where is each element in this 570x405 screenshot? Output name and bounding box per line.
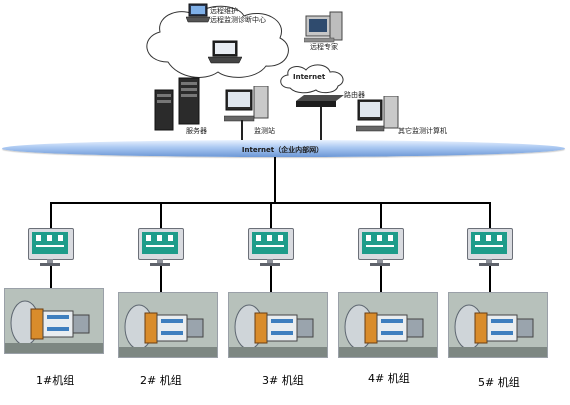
other-monitoring-computer-icon	[356, 96, 399, 132]
router-label: 路由器	[344, 91, 365, 99]
machine-drop-3	[270, 266, 272, 292]
station-drop-line	[241, 120, 243, 140]
server-label: 服务器	[186, 127, 207, 135]
unit-label-1: 1#机组	[36, 374, 75, 387]
remote-expert-computer-icon	[304, 11, 343, 43]
unit-monitor-5	[467, 228, 513, 266]
unit-monitor-2	[138, 228, 184, 266]
router-icon	[296, 95, 344, 107]
monitoring-station-computer-icon	[224, 86, 269, 122]
generator-unit-2	[118, 292, 218, 358]
trunk-line	[274, 157, 276, 203]
drop-line-2	[160, 202, 162, 228]
machine-drop-5	[489, 266, 491, 292]
drop-line-3	[270, 202, 272, 228]
drop-line-4	[380, 202, 382, 228]
unit-monitor-4	[358, 228, 404, 266]
monitoring-station-label: 监测站	[254, 127, 275, 135]
unit-monitor-3	[248, 228, 294, 266]
other-monitoring-computer-label: 其它监测计算机	[398, 127, 447, 135]
machine-drop-2	[160, 266, 162, 292]
generator-unit-5	[448, 292, 548, 358]
unit-label-3: 3# 机组	[262, 374, 304, 387]
enterprise-lan-label: Internet（企业内部网）	[241, 146, 324, 154]
unit-label-4: 4# 机组	[368, 372, 410, 385]
generator-unit-3	[228, 292, 328, 358]
generator-unit-1	[4, 288, 104, 354]
generator-unit-4	[338, 292, 438, 358]
unit-monitor-1	[28, 228, 74, 266]
unit-label-2: 2# 机组	[140, 374, 182, 387]
enterprise-lan-bus	[2, 140, 565, 157]
laptop-icon	[208, 40, 242, 64]
drop-line-5	[489, 202, 491, 228]
router-link-line	[320, 107, 322, 140]
unit-label-5: 5# 机组	[478, 376, 520, 389]
remote-maintenance-label: 远程维护	[210, 7, 238, 15]
server-icon	[154, 77, 200, 131]
internet-label: Internet	[293, 73, 326, 81]
laptop-icon	[186, 3, 210, 23]
machine-drop-1	[50, 266, 52, 288]
remote-diagnosis-center-label: 远程监测诊断中心	[210, 16, 266, 24]
remote-expert-label: 远程专家	[310, 43, 338, 51]
drop-line-1	[50, 202, 52, 228]
internet-cloud	[280, 64, 344, 94]
machine-drop-4	[380, 266, 382, 292]
